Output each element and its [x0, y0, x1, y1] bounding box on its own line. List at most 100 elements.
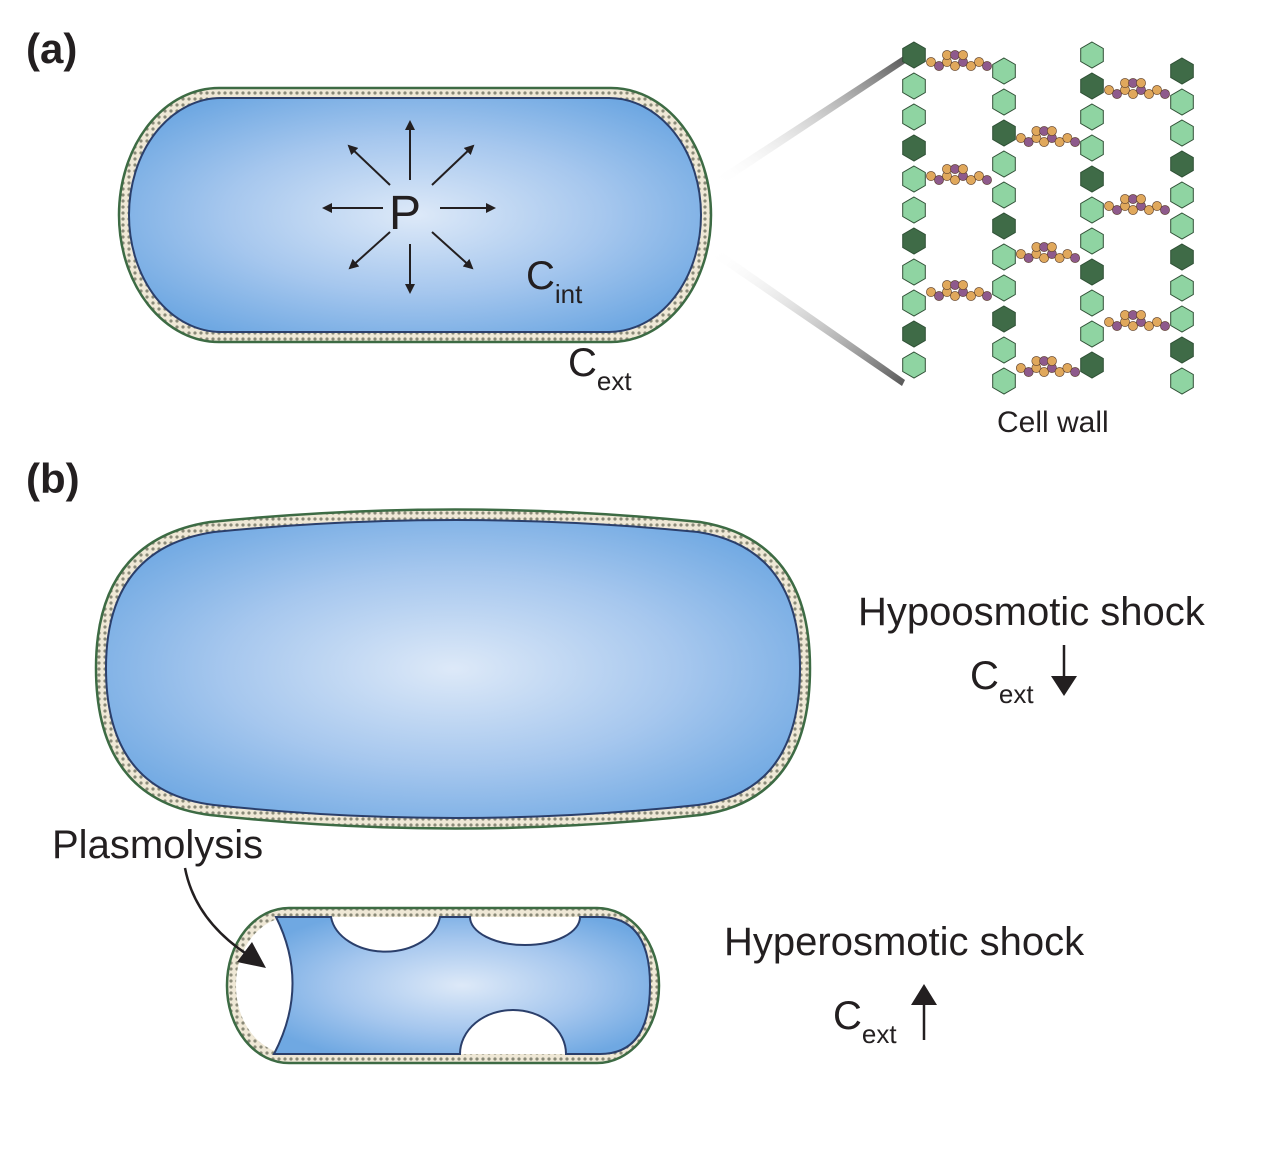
peptide-bead	[1152, 317, 1162, 327]
hypo-title: Hypoosmotic shock	[858, 590, 1205, 634]
peptide-bead	[966, 291, 976, 301]
panel-a-label: (a)	[26, 25, 78, 72]
glycan-unit	[1170, 305, 1194, 333]
glycan-unit	[1170, 367, 1194, 395]
glycan-unit	[1080, 320, 1104, 348]
c-int-sub: int	[554, 279, 583, 309]
peptide-bead	[1152, 85, 1162, 95]
glycan-unit	[902, 134, 926, 162]
glycan-unit	[902, 41, 926, 69]
cell-b-plasmolysed	[225, 906, 661, 1065]
glycan-unit	[902, 289, 926, 317]
hyper-cext: Cext	[833, 996, 897, 1047]
peptide-bead	[1136, 194, 1146, 204]
c-int-label: Cint	[526, 256, 582, 307]
peptide-bead	[1112, 321, 1122, 331]
peptide-bead	[1023, 367, 1034, 377]
peptide-bead	[1062, 249, 1073, 259]
peptide-bead	[1047, 126, 1057, 136]
glycan-unit	[1080, 41, 1104, 69]
glycan-unit	[902, 351, 926, 379]
glycan-unit	[1080, 72, 1104, 100]
peptide-bead	[958, 164, 968, 174]
peptide-bead	[1070, 137, 1080, 147]
plasmolysis-arrowhead	[237, 942, 266, 968]
hypo-cext: Cext	[970, 654, 1034, 707]
glycan-unit	[902, 320, 926, 348]
plasmolysis-label: Plasmolysis	[52, 823, 264, 867]
peptide-bead	[1047, 356, 1057, 366]
panel-b-label: (b)	[26, 455, 80, 502]
peptide-bead	[1136, 78, 1146, 88]
glycan-unit	[1170, 150, 1194, 178]
glycan-unit	[1170, 243, 1194, 271]
peptide-bead	[1023, 137, 1034, 147]
peptide-bead	[1054, 253, 1065, 263]
peptide-bead	[934, 291, 944, 301]
peptide-bead	[950, 291, 960, 301]
glycan-unit	[1170, 212, 1194, 240]
peptide-bead	[1039, 367, 1049, 377]
cell-b-swollen	[94, 508, 812, 830]
peptide-bead	[1144, 205, 1154, 215]
peptide-bead	[934, 175, 944, 185]
glycan-unit	[992, 88, 1016, 116]
hypo-cext-sub: ext	[998, 679, 1034, 709]
glycan-unit	[992, 57, 1016, 85]
peptide-bead	[1062, 363, 1073, 373]
peptide-bead	[1023, 253, 1034, 263]
peptide-bead	[950, 175, 960, 185]
hypo-cext-base: C	[970, 654, 999, 698]
c-ext-label-a: Cext	[568, 343, 632, 394]
peptide-bead	[958, 50, 968, 60]
glycan-unit	[1170, 336, 1194, 364]
peptide-bead	[966, 175, 976, 185]
zoom-lines	[712, 55, 907, 386]
peptide-bead	[1039, 253, 1049, 263]
peptide-bead	[1160, 89, 1170, 99]
glycan-unit	[1080, 351, 1104, 379]
cext-up-arrow	[911, 984, 937, 1040]
swollen-cytoplasm	[104, 519, 802, 819]
peptide-bead	[926, 57, 936, 67]
peptide-bead	[974, 171, 984, 181]
peptide-bead	[1128, 89, 1138, 99]
peptide-bead	[1112, 205, 1122, 215]
peptide-bead	[1144, 89, 1154, 99]
glycan-unit	[902, 196, 926, 224]
c-ext-sub: ext	[596, 366, 632, 396]
peptide-bead	[1016, 133, 1026, 143]
cext-down-arrow	[1051, 645, 1077, 696]
peptide-bead	[1104, 317, 1114, 327]
peptide-bead	[982, 175, 992, 185]
glycan-unit	[902, 258, 926, 286]
peptide-bead	[1128, 321, 1138, 331]
glycan-unit	[992, 305, 1016, 333]
glycan-unit	[992, 212, 1016, 240]
peptide-bead	[934, 61, 944, 71]
glycan-unit	[902, 227, 926, 255]
glycan-unit	[1080, 103, 1104, 131]
pressure-symbol: P	[389, 187, 422, 240]
peptide-bead	[1062, 133, 1073, 143]
peptide-bead	[1136, 310, 1146, 320]
cell-a	[117, 86, 713, 344]
peptide-bead	[926, 287, 936, 297]
cell-a-cytoplasm	[128, 97, 702, 333]
peptide-bead	[1112, 89, 1122, 99]
glycan-unit	[1080, 227, 1104, 255]
plasmolysed-cytoplasm	[272, 916, 652, 1055]
glycan-unit	[1080, 289, 1104, 317]
glycan-unit	[992, 150, 1016, 178]
glycan-unit	[1170, 181, 1194, 209]
peptide-bead	[958, 280, 968, 290]
glycan-unit	[1080, 258, 1104, 286]
peptide-bead	[1104, 201, 1114, 211]
glycan-unit	[1170, 274, 1194, 302]
peptide-bead	[1054, 367, 1065, 377]
hyper-cext-sub: ext	[861, 1019, 897, 1049]
peptide-bead	[966, 61, 976, 71]
glycan-unit	[1170, 88, 1194, 116]
peptide-bead	[1104, 85, 1114, 95]
